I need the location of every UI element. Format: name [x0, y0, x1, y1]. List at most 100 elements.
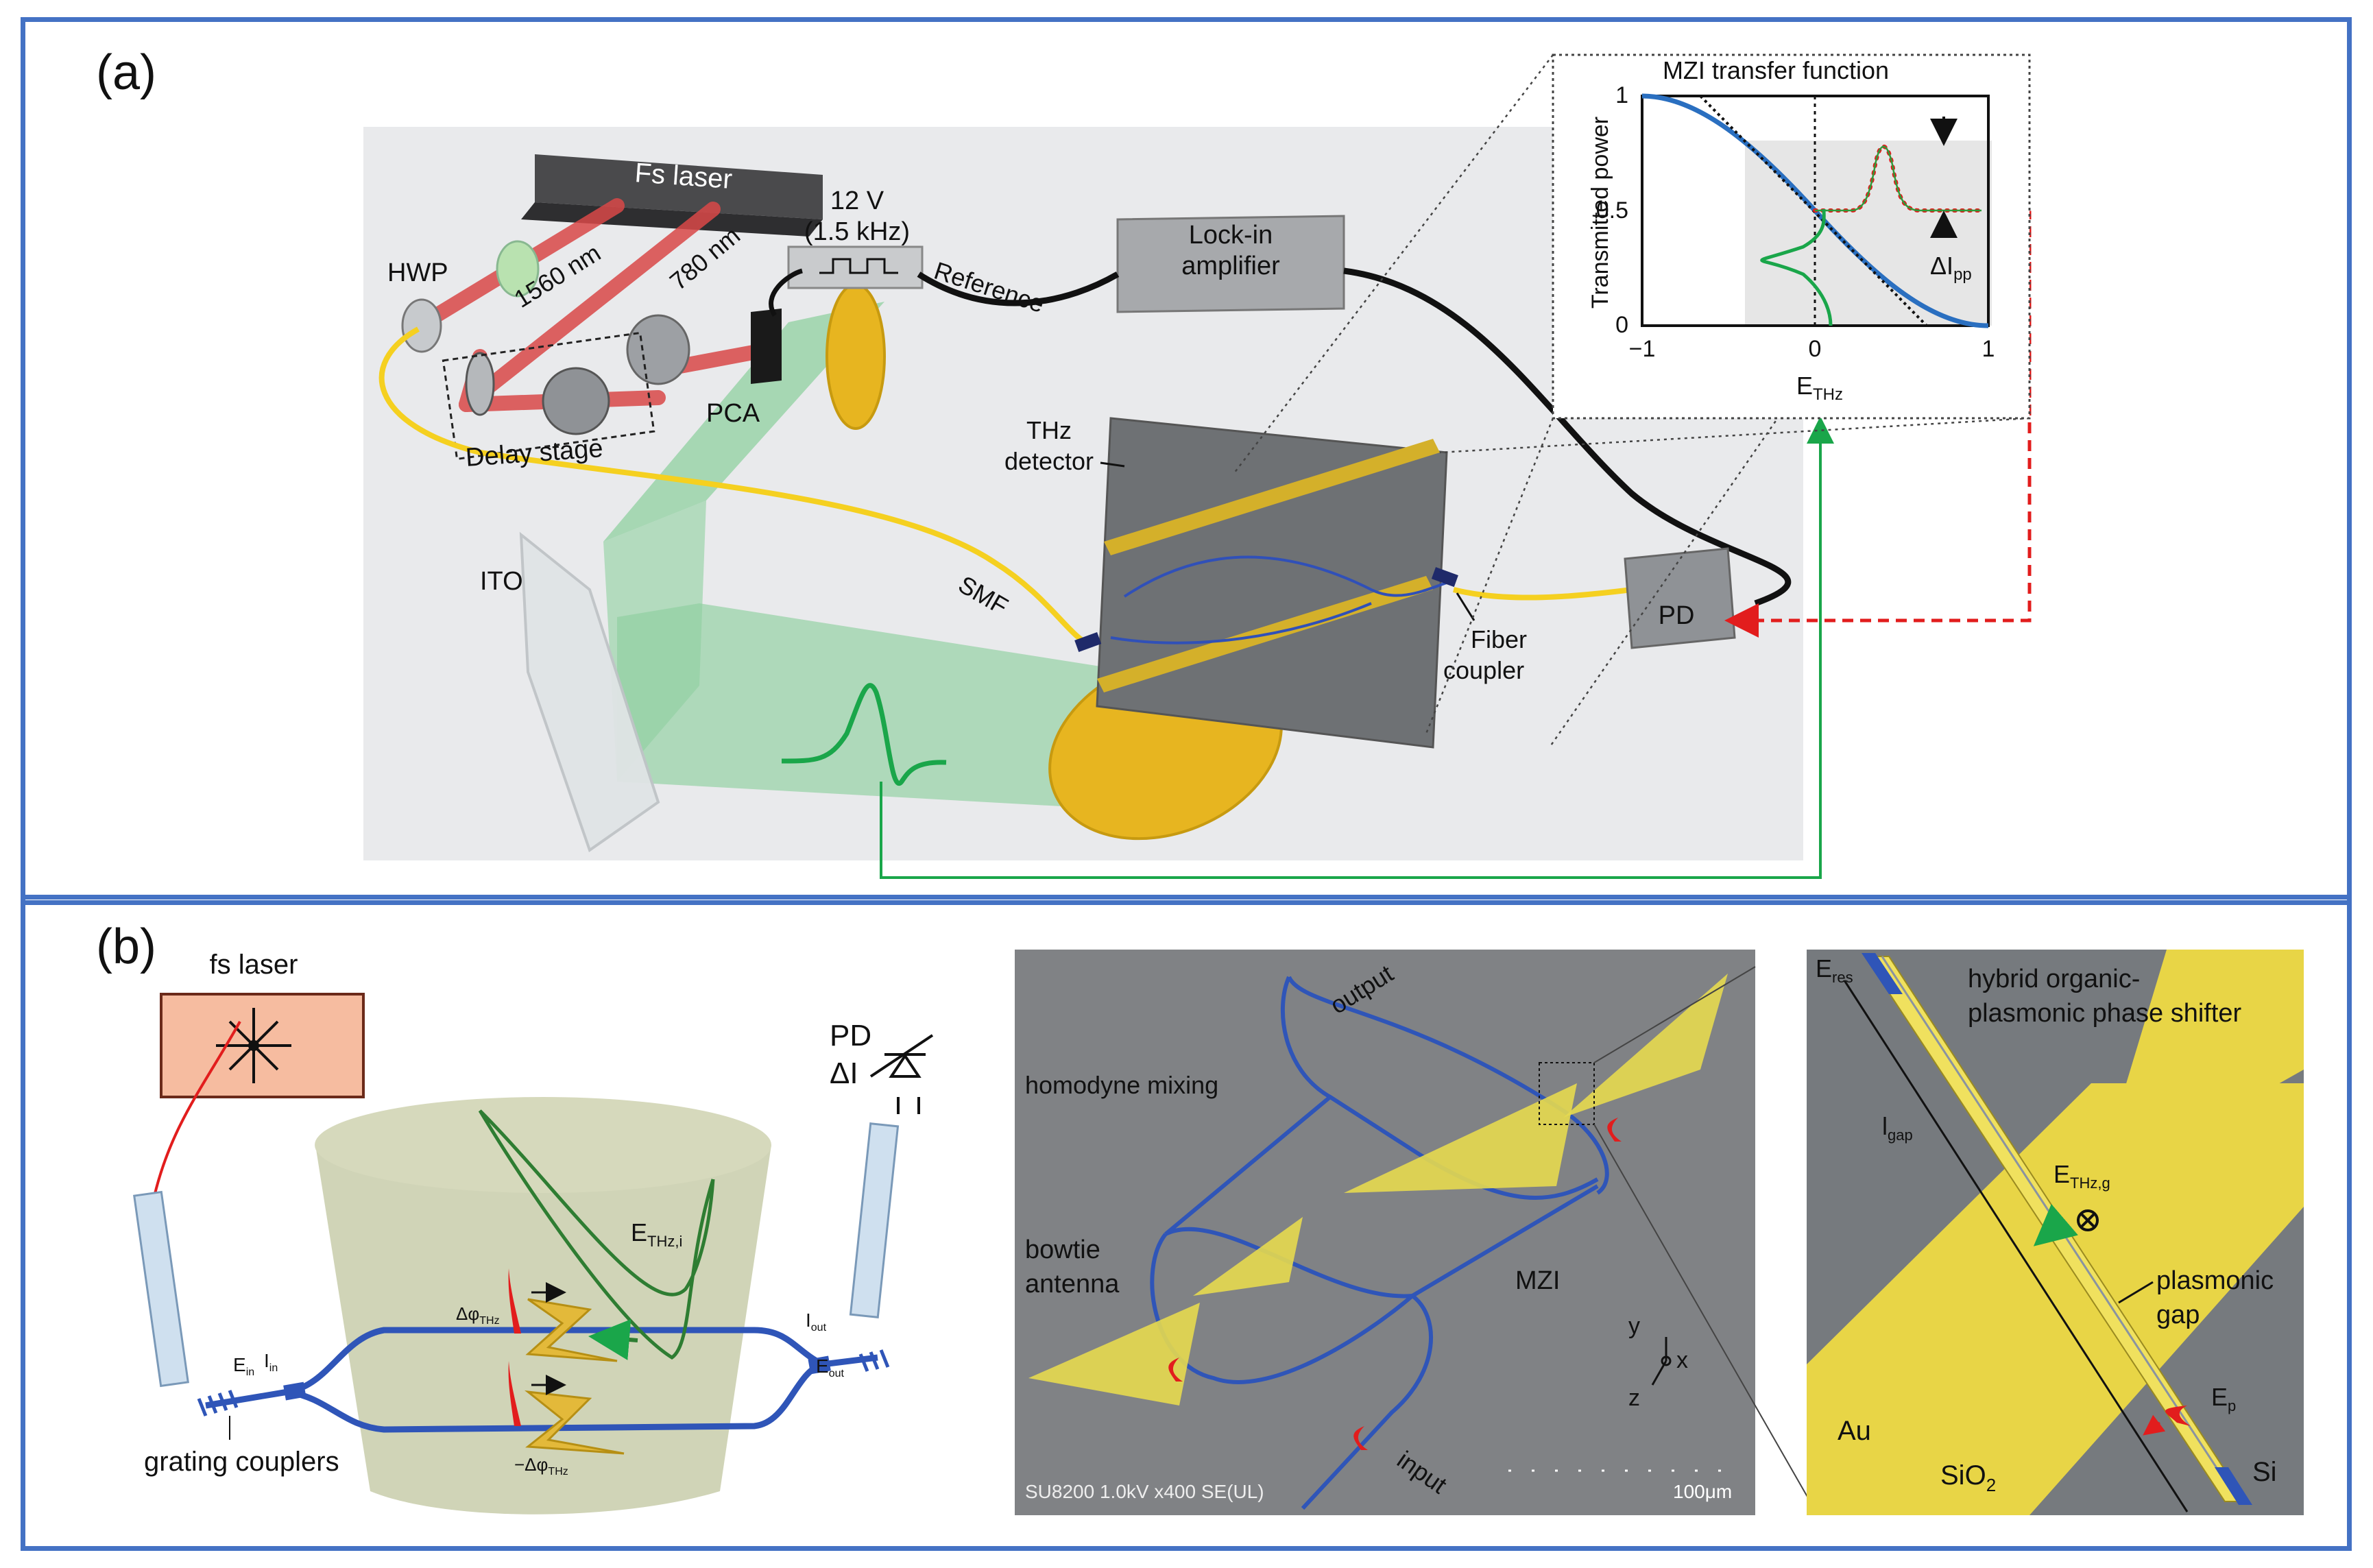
output-curve — [1815, 145, 1981, 212]
fiber-to-pd — [1453, 587, 1633, 601]
substrate-top — [315, 1097, 771, 1193]
axis-z-label: z — [1628, 1385, 1640, 1411]
thz-beam-upper — [603, 302, 884, 542]
fiber-coupler-label-2: coupler — [1443, 656, 1524, 684]
pca-device — [751, 309, 782, 384]
lockin-pd-cable — [1343, 267, 1792, 607]
ytick-05: 0.5 — [1596, 197, 1628, 224]
fiber-collimator — [401, 298, 442, 353]
mzi-label: MZI — [1515, 1266, 1560, 1295]
pulse-red-lower — [508, 1361, 521, 1426]
mirror-2 — [542, 367, 610, 435]
delta-ipp-label: ΔIpp — [1930, 252, 1972, 284]
phase-shifter-label-1: hybrid organic- — [1968, 965, 2140, 993]
grating-couplers-label: grating couplers — [144, 1447, 339, 1477]
input-fiber-b — [153, 1021, 241, 1197]
au-label: Au — [1838, 1416, 1871, 1446]
sem-zoom-box — [1539, 1062, 1595, 1125]
fiber-coupler-left — [1074, 632, 1102, 652]
eres-label: Eres — [1816, 954, 1853, 986]
parabolic-mirror-top — [826, 283, 886, 430]
lgap-line — [1843, 980, 2189, 1512]
ein-label: Ein — [233, 1354, 254, 1378]
dphi-label: ΔφTHz — [456, 1303, 500, 1327]
pd-box — [1624, 547, 1736, 649]
fiber-out-b — [849, 1122, 900, 1318]
inset-xlabel: ETHz — [1796, 372, 1843, 404]
function-generator — [787, 245, 924, 289]
pulse-red-upper — [508, 1268, 521, 1334]
bowtie-label-2: antenna — [1025, 1270, 1120, 1299]
frequency-label: (1.5 kHz) — [804, 217, 910, 246]
au-pad-large — [1807, 1083, 2304, 1515]
square-wave-icon — [819, 258, 898, 274]
thz-detector-label-1: THz — [1026, 416, 1072, 444]
xtick-0: 0 — [1809, 336, 1822, 362]
bowtie-lower — [525, 1390, 625, 1455]
grating-coupler-out — [858, 1349, 890, 1372]
mmi-right — [808, 1355, 831, 1375]
ep-label: Ep — [2211, 1383, 2236, 1414]
lockin-label-1: Lock-in — [1189, 221, 1273, 250]
fs-laser-b-label: fs laser — [210, 950, 298, 980]
zoom-line-1 — [1593, 966, 1756, 1063]
panel-b-frame — [21, 895, 2352, 1551]
panel-a-label: (a) — [96, 45, 156, 100]
panel-b-label: (b) — [96, 919, 156, 974]
hwp-plate — [496, 240, 540, 298]
fiber-coupler-label-1: Fiber — [1471, 625, 1527, 653]
thz-detector-label-2: detector — [1004, 447, 1094, 475]
ito-label: ITO — [480, 567, 523, 596]
signal-feedback-line — [880, 416, 1834, 879]
hwp-label: HWP — [387, 258, 448, 287]
fiber-in-b — [133, 1190, 189, 1388]
thz-pulse-waveform — [781, 683, 947, 786]
smf-fiber — [378, 326, 1092, 647]
axis-y-label: y — [1628, 1313, 1640, 1339]
bowtie-label-1: bowtie — [1025, 1235, 1100, 1264]
sem-footer: SU8200 1.0kV x400 SE(UL) — [1025, 1481, 1264, 1502]
grating-coupler-in — [197, 1390, 239, 1416]
lockin-label-2: amplifier — [1181, 252, 1280, 280]
out-of-plane-icon — [2077, 1209, 2099, 1231]
plasmonic-gap-label-2: gap — [2156, 1301, 2200, 1329]
homodyne-label: homodyne mixing — [1025, 1071, 1218, 1099]
lockin-amplifier-box — [1116, 215, 1345, 313]
pd-b-label: PD — [830, 1019, 871, 1052]
eout-label: Eout — [816, 1355, 844, 1379]
pca-label: PCA — [706, 399, 760, 428]
fiber-coupler-right — [1431, 567, 1458, 588]
input-pulse-curve — [1760, 208, 1833, 326]
pd-label: PD — [1659, 601, 1695, 630]
mdphi-label: −ΔφTHz — [514, 1454, 568, 1477]
ytick-0: 0 — [1615, 312, 1628, 338]
iin-label: Iin — [264, 1350, 278, 1374]
zoom-lines-a — [1233, 54, 2031, 748]
pca-cable — [769, 268, 804, 317]
delta-i-label: ΔI — [830, 1057, 858, 1090]
iout-label: Iout — [806, 1310, 827, 1334]
reference-cable — [917, 272, 1120, 306]
xtick-m1: −1 — [1629, 336, 1656, 362]
sio2-label: SiO2 — [1940, 1460, 1996, 1495]
voltage-label: 12 V — [830, 186, 884, 215]
mirror-1 — [626, 314, 690, 385]
plasmonic-gap-label-1: plasmonic — [2156, 1266, 2274, 1295]
ito-plate — [519, 531, 660, 853]
phase-shifter-label-2: plasmonic phase shifter — [1968, 999, 2242, 1028]
lgap-label: lgap — [1882, 1112, 1913, 1144]
au-pad-top — [2112, 950, 2304, 1159]
ethzg-label: ETHz,g — [2053, 1160, 2110, 1192]
xtick-1: 1 — [1982, 336, 1995, 362]
delay-stage-box — [442, 331, 655, 461]
thz-waveform-b — [478, 1109, 715, 1360]
mmi-left — [283, 1382, 306, 1401]
inset-ylabel: Transmitted power — [1587, 117, 1613, 309]
thz-beam-lower — [617, 603, 1179, 809]
bowtie-upper — [525, 1298, 618, 1362]
ytick-1: 1 — [1615, 82, 1628, 108]
sem-image — [1015, 950, 1755, 1515]
axis-x-label: x — [1676, 1347, 1688, 1373]
panel-a-frame — [21, 17, 2352, 905]
